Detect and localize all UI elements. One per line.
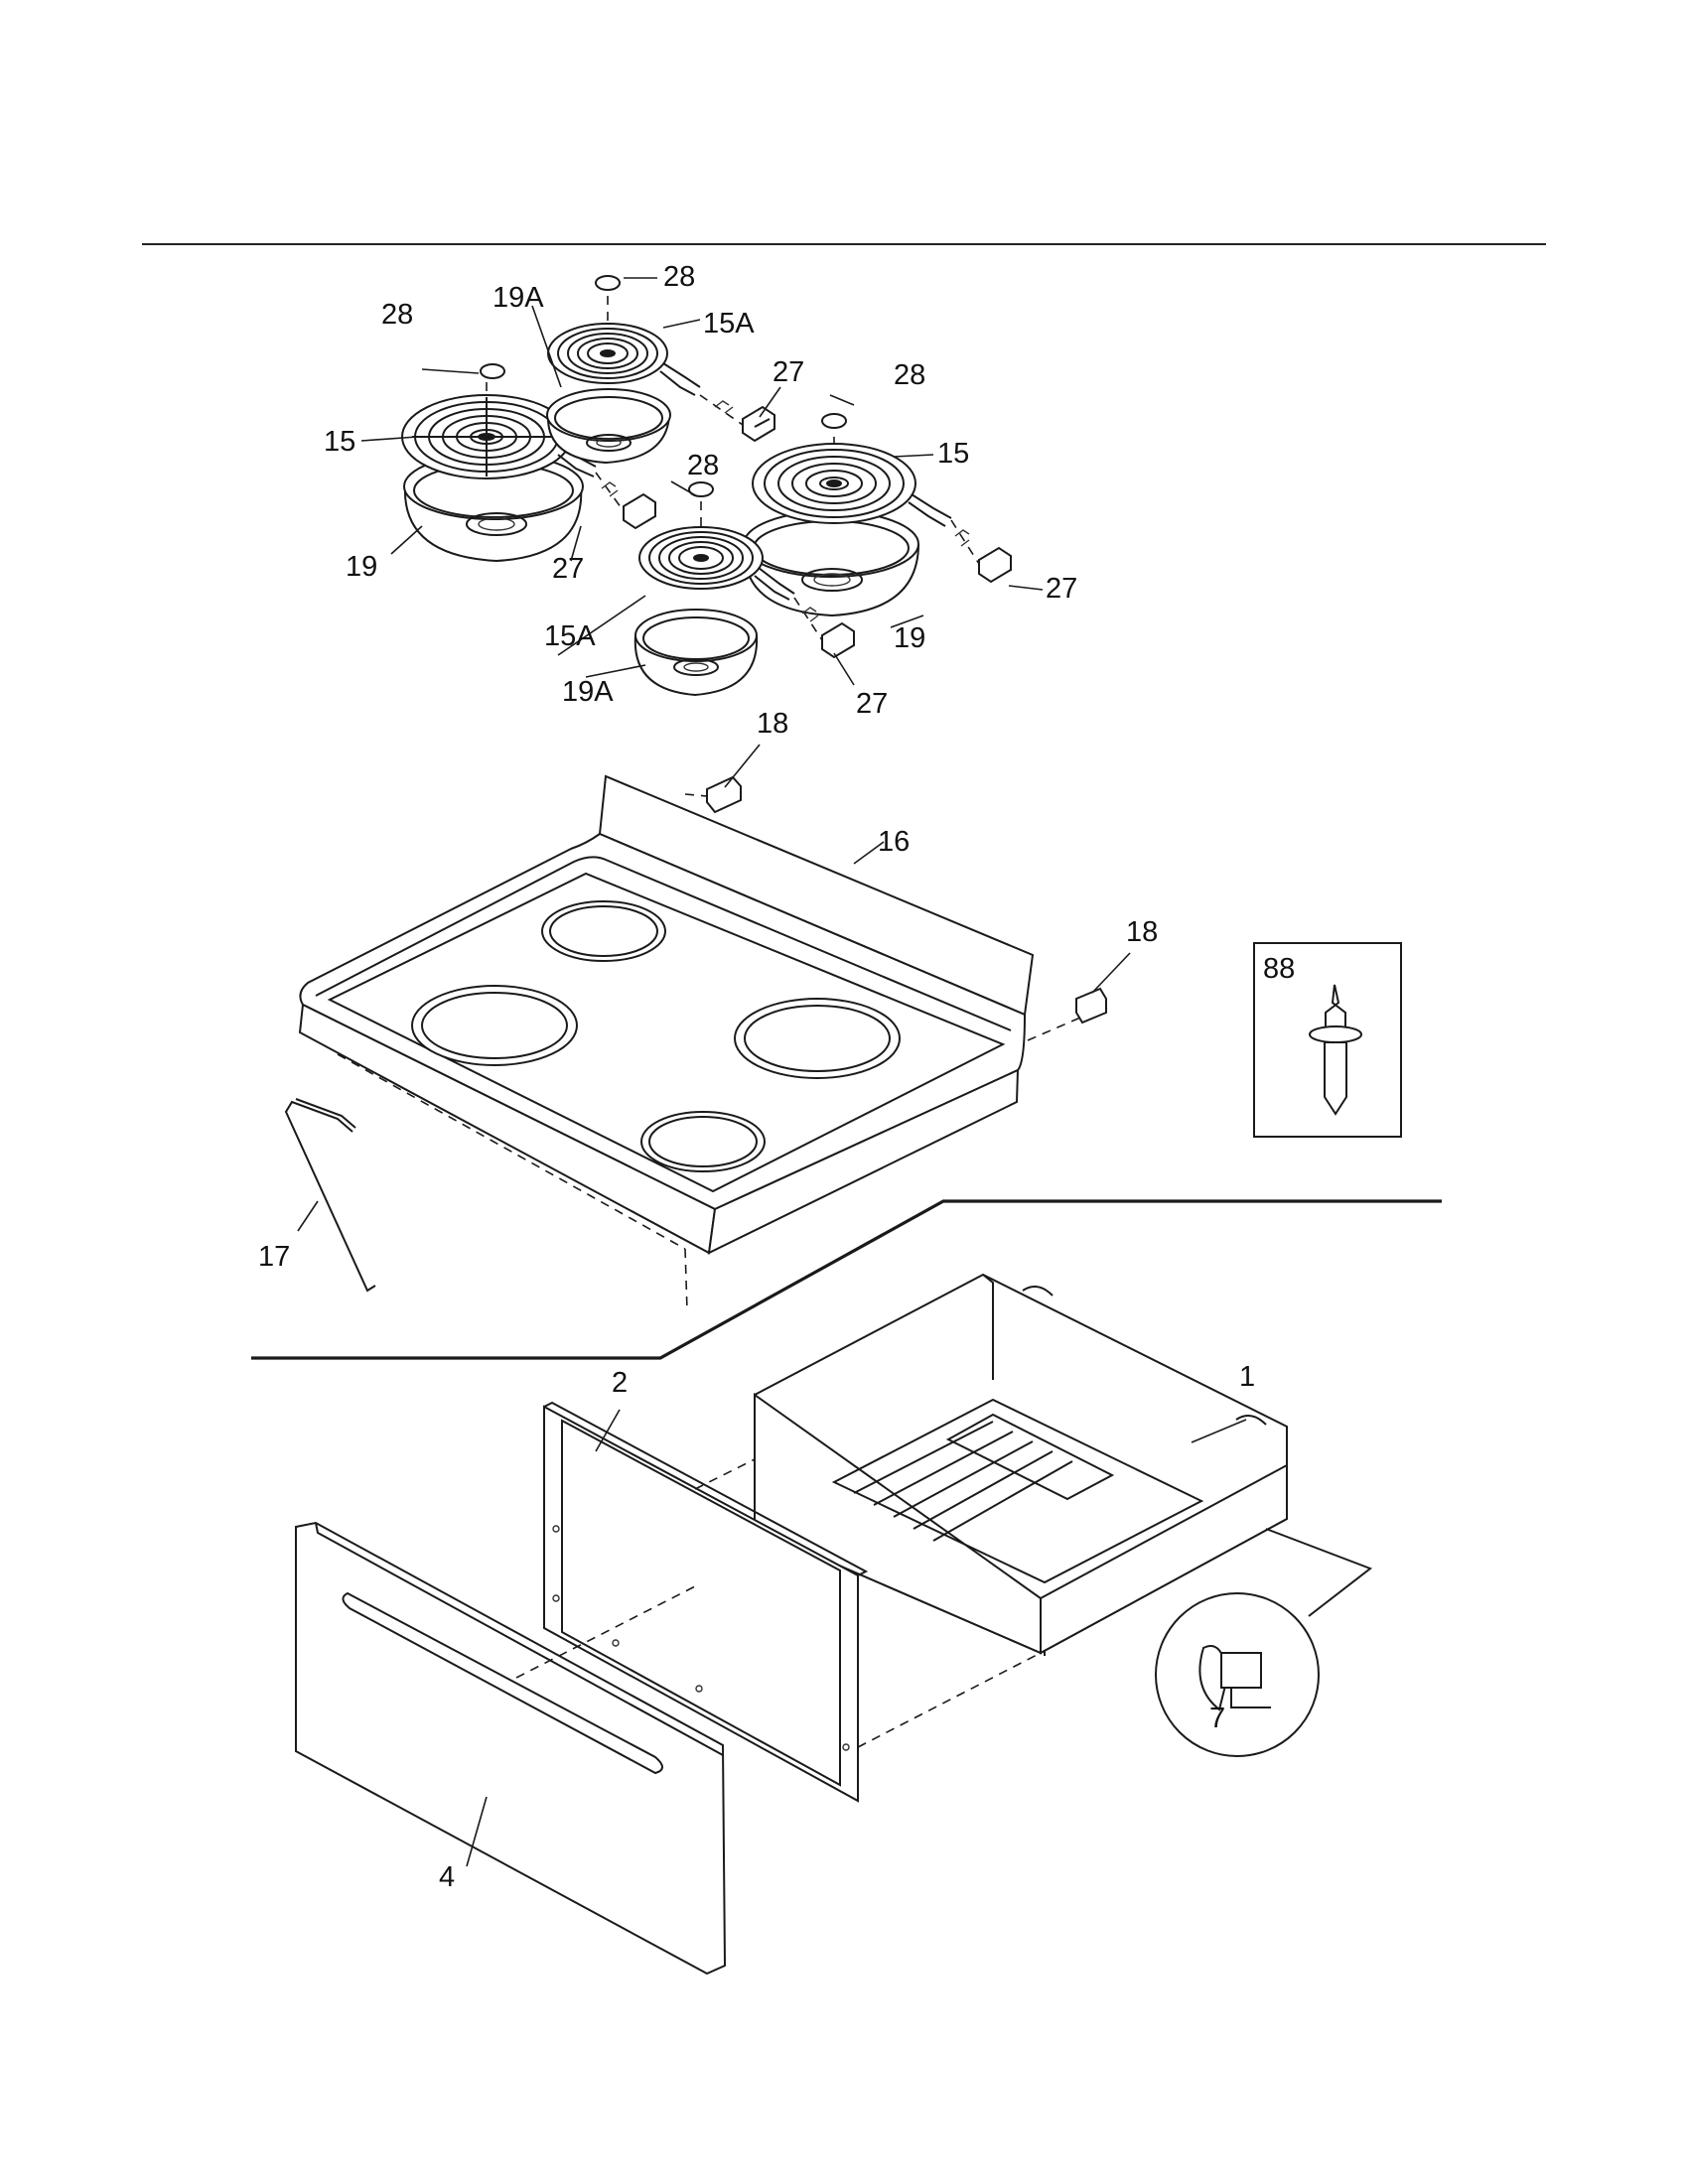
drawer-frame <box>543 1401 869 1803</box>
callout-88: 88 <box>1263 953 1295 985</box>
bracket-right <box>1075 987 1107 1024</box>
trim-caps <box>480 275 847 497</box>
callout-leaders <box>297 277 1247 1867</box>
callout-28-mid: 28 <box>687 450 719 481</box>
surface-element-bottom <box>638 501 795 601</box>
callout-18-top: 18 <box>757 708 788 740</box>
cap-left <box>480 363 505 379</box>
inset-box-88 <box>1253 942 1402 1138</box>
bracket-top <box>684 775 742 814</box>
callout-16: 16 <box>878 826 910 858</box>
callout-15-left: 15 <box>324 426 355 458</box>
drip-bowl-top <box>546 388 671 465</box>
receptacle-top <box>699 394 775 443</box>
callout-15-right: 15 <box>937 438 969 470</box>
callout-15a-bottom: 15A <box>544 620 596 652</box>
callout-19-left: 19 <box>346 551 377 583</box>
callout-7: 7 <box>1209 1703 1225 1734</box>
callout-15a-top: 15A <box>703 308 755 340</box>
cap-top <box>595 275 621 291</box>
callout-19a-top: 19A <box>492 282 544 314</box>
callout-17: 17 <box>258 1241 290 1273</box>
callout-19-right: 19 <box>894 622 925 654</box>
callout-28-top: 28 <box>663 261 695 293</box>
callout-19a-bottom: 19A <box>562 676 614 708</box>
callout-27-top: 27 <box>773 356 804 388</box>
drip-bowl-bottom <box>633 609 759 697</box>
callout-27-mid: 27 <box>552 553 584 585</box>
callout-4: 4 <box>439 1861 455 1893</box>
callout-28-right: 28 <box>894 359 925 391</box>
cap-right <box>821 413 847 429</box>
receptacle-mid <box>595 472 656 530</box>
callout-2: 2 <box>612 1367 628 1399</box>
drawer-body <box>754 1273 1288 1656</box>
callout-27-right: 27 <box>1046 573 1077 605</box>
receptacle-right <box>950 519 1012 584</box>
surface-element-top <box>547 296 701 396</box>
callout-27-bottom: 27 <box>856 688 888 720</box>
cap-mid <box>688 481 714 497</box>
callout-labels: 28 19A 15A 28 27 28 15 15 28 19 27 27 15… <box>258 261 1295 1893</box>
cooktop <box>298 774 1088 1311</box>
callout-28-left: 28 <box>381 299 413 331</box>
callout-18-right: 18 <box>1126 916 1158 948</box>
section-divider <box>251 1199 1442 1360</box>
rod <box>284 1098 376 1293</box>
detail-circle <box>1155 1528 1373 1757</box>
callout-1: 1 <box>1239 1361 1255 1393</box>
receptacle-bottom <box>793 597 855 659</box>
drip-bowl-right <box>743 510 919 617</box>
surface-element-right <box>752 437 952 527</box>
drawer-front <box>295 1521 727 1976</box>
